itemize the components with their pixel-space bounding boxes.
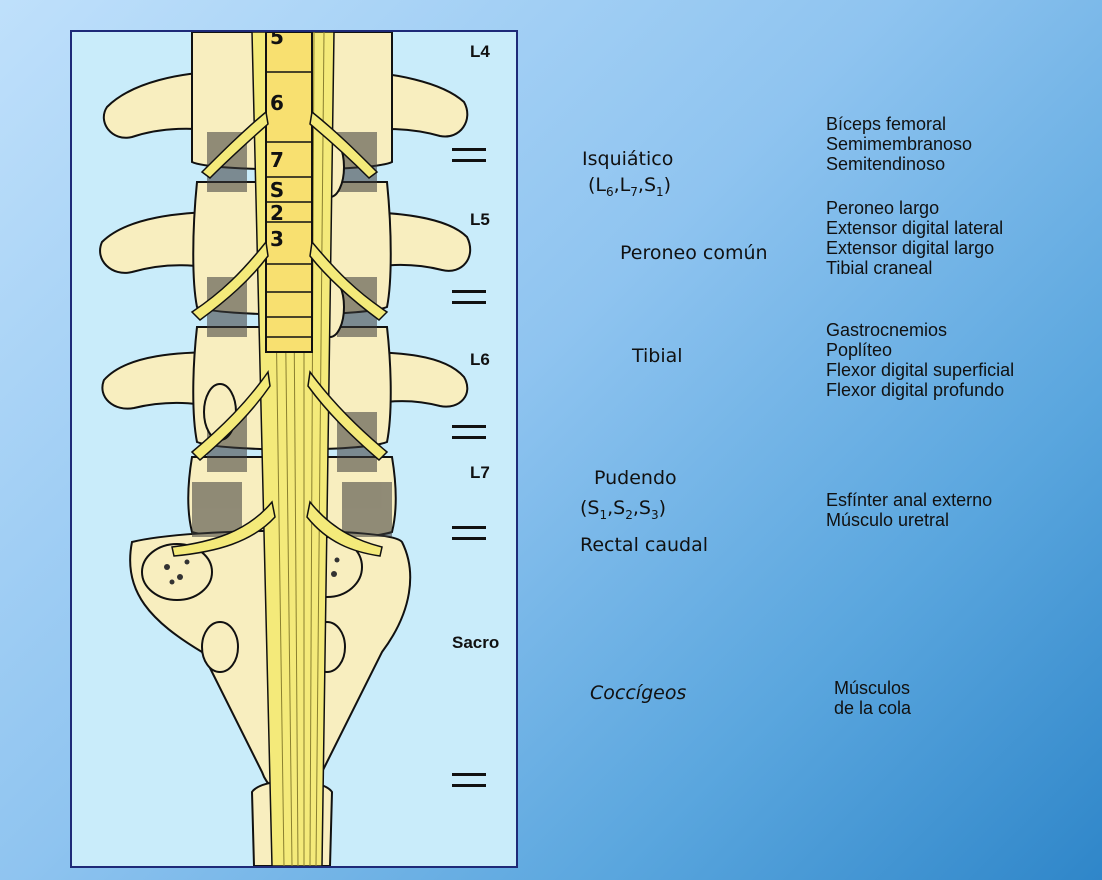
segment-boundary-marker (452, 290, 486, 304)
segment-label-5: 5 (270, 32, 284, 49)
nerve-isquiatico: Isquiático (L6,L7,S1) (582, 148, 673, 199)
segment-label-2: 2 (270, 201, 284, 225)
segment-boundary-marker (452, 425, 486, 439)
vertebra-label-l4: L4 (470, 42, 490, 62)
segment-boundary-marker (452, 526, 486, 540)
spinal-anatomy-illustration: 5 6 7 S 2 3 (72, 32, 516, 866)
segment-label-3: 3 (270, 227, 284, 251)
segment-label-6: 6 (270, 91, 284, 115)
segment-label-7: 7 (270, 148, 284, 172)
nerve-pudendo: Pudendo (S1,S2,S3) Rectal caudal (580, 463, 708, 560)
vertebra-label-l5: L5 (470, 210, 490, 230)
segment-boundary-marker (452, 773, 486, 787)
nerve-coccigeos: Coccígeos (590, 682, 686, 704)
vertebra-label-sacro: Sacro (452, 633, 499, 653)
nerve-peroneo-comun: Peroneo común (620, 242, 768, 264)
segment-boundary-marker (452, 148, 486, 162)
nerve-tibial: Tibial (632, 345, 683, 367)
vertebra-label-l7: L7 (470, 463, 490, 483)
vertebra-label-l6: L6 (470, 350, 490, 370)
segment-label-s: S (270, 178, 284, 202)
